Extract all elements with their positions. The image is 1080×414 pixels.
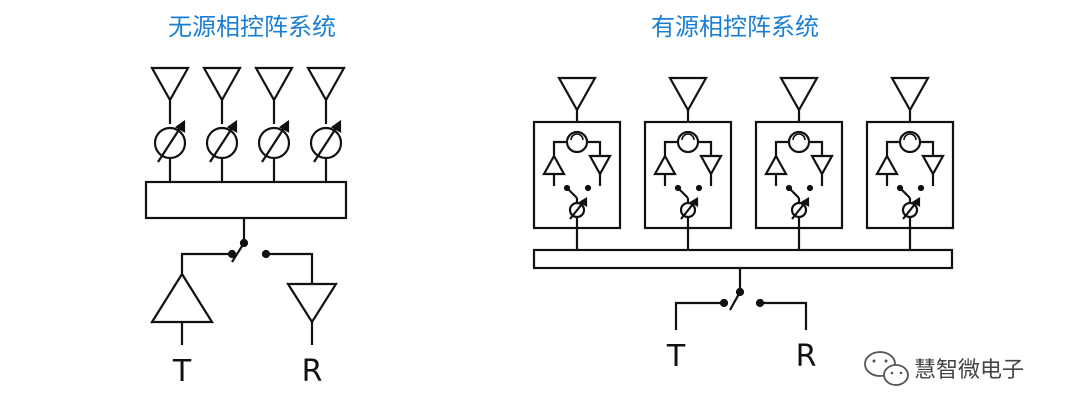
low-noise-amplifier-icon (810, 154, 834, 177)
antenna-icon (202, 66, 242, 124)
phase-shifter-icon (790, 197, 810, 220)
transmit-label: T (172, 354, 192, 389)
antenna-icon (306, 66, 346, 124)
power-amplifier-icon (542, 153, 566, 176)
circulator-icon (676, 130, 700, 154)
tr-module (865, 76, 955, 250)
tr-module (643, 76, 733, 250)
passive-array (144, 66, 348, 345)
receive-label: R (796, 339, 817, 374)
antenna-icon (779, 76, 819, 113)
antenna-icon (890, 76, 930, 113)
power-amplifier-icon (150, 271, 214, 324)
active-array (532, 76, 955, 330)
phase-shifter-icon (309, 119, 343, 182)
power-amplifier-icon (764, 153, 788, 176)
phase-shifter-icon (901, 197, 921, 220)
tr-switch-icon (719, 287, 765, 311)
antenna-icon (668, 76, 708, 113)
phase-shifter-icon (205, 119, 239, 182)
right-panel-title: 有源相控阵系统 (651, 13, 819, 41)
watermark-text: 慧智微电子 (914, 358, 1024, 383)
power-amplifier-icon (653, 153, 677, 176)
combiner-block (144, 180, 348, 220)
circulator-icon (898, 130, 922, 154)
circulator-icon (565, 130, 589, 154)
low-noise-amplifier-icon (699, 154, 723, 177)
wechat-icon (864, 351, 909, 386)
low-noise-amplifier-icon (286, 282, 338, 325)
low-noise-amplifier-icon (921, 154, 945, 177)
combiner-bus (532, 248, 954, 270)
transmit-label: T (666, 339, 686, 374)
phase-shifter-icon (153, 119, 187, 182)
receive-label: R (302, 354, 323, 389)
power-amplifier-icon (875, 153, 899, 176)
tr-module (532, 76, 622, 250)
tr-switch-icon (227, 238, 271, 263)
antenna-icon (254, 66, 294, 124)
phase-shifter-icon (568, 197, 588, 220)
low-noise-amplifier-icon (588, 154, 612, 177)
phase-shifter-icon (679, 197, 699, 220)
tr-module (754, 76, 844, 250)
left-panel-title: 无源相控阵系统 (168, 13, 336, 41)
phase-shifter-icon (257, 119, 291, 182)
antenna-icon (557, 76, 597, 113)
circulator-icon (787, 130, 811, 154)
antenna-icon (150, 66, 190, 124)
